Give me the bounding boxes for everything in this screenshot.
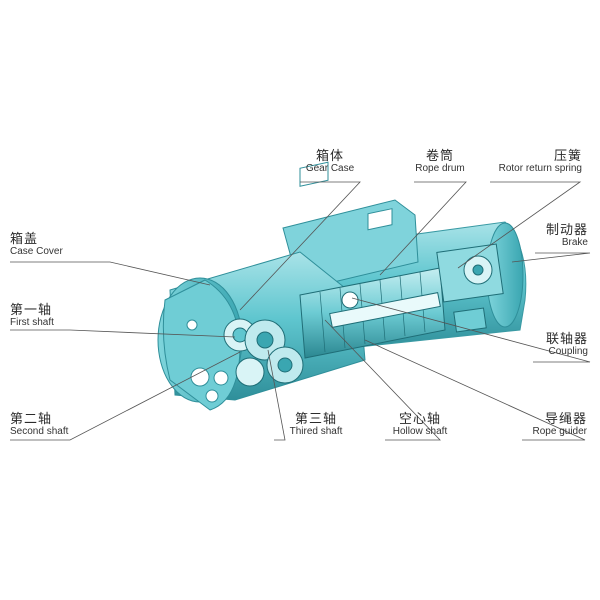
label-coupling-zh: 联轴器: [545, 332, 588, 347]
label-hollow-shaft: 空心轴 Hollow shaft: [385, 413, 455, 437]
gear-train: [223, 318, 304, 387]
label-first-shaft: 第一轴 First shaft: [10, 304, 54, 328]
rope-drum: [299, 267, 446, 359]
label-first-shaft-en: First shaft: [10, 316, 54, 328]
label-hollow-shaft-en: Hollow shaft: [392, 425, 448, 437]
label-case-cover-zh: 箱盖: [10, 232, 39, 247]
label-brake-zh: 制动器: [545, 223, 588, 238]
label-gear-case-en: Gear Case: [305, 162, 355, 174]
label-second-shaft: 第二轴 Second shaft: [10, 413, 68, 437]
leader-lines: [10, 181, 591, 441]
label-rope-guider: 导绳器 Rope guider: [515, 413, 587, 437]
label-coupling: 联轴器 Coupling: [528, 333, 588, 357]
label-rope-drum: 卷筒 Rope drum: [412, 150, 468, 174]
label-gear-case: 箱体 Gear Case: [300, 150, 360, 174]
label-third-shaft: 第三轴 Thired shaft: [281, 413, 351, 437]
label-case-cover-en: Case Cover: [10, 245, 63, 257]
label-rope-drum-zh: 卷筒: [425, 149, 454, 164]
label-second-shaft-en: Second shaft: [10, 425, 69, 437]
label-case-cover: 箱盖 Case Cover: [10, 233, 63, 257]
label-coupling-en: Coupling: [548, 345, 588, 357]
label-hollow-shaft-zh: 空心轴: [398, 412, 441, 427]
label-rotor-return-spring-en: Rotor return spring: [498, 162, 582, 174]
label-brake-en: Brake: [561, 236, 588, 248]
label-third-shaft-zh: 第三轴: [294, 412, 337, 427]
label-first-shaft-zh: 第一轴: [10, 303, 53, 318]
brake-assembly: [436, 243, 504, 333]
label-rotor-return-spring: 压簧 Rotor return spring: [480, 150, 582, 174]
label-rope-guider-en: Rope guider: [532, 425, 587, 437]
label-rope-guider-zh: 导绳器: [544, 412, 587, 427]
label-brake: 制动器 Brake: [530, 224, 588, 248]
label-second-shaft-zh: 第二轴: [10, 412, 53, 427]
label-gear-case-zh: 箱体: [315, 149, 344, 164]
label-rope-drum-en: Rope drum: [415, 162, 465, 174]
label-third-shaft-en: Thired shaft: [289, 425, 343, 437]
label-rotor-return-spring-zh: 压簧: [553, 149, 582, 164]
